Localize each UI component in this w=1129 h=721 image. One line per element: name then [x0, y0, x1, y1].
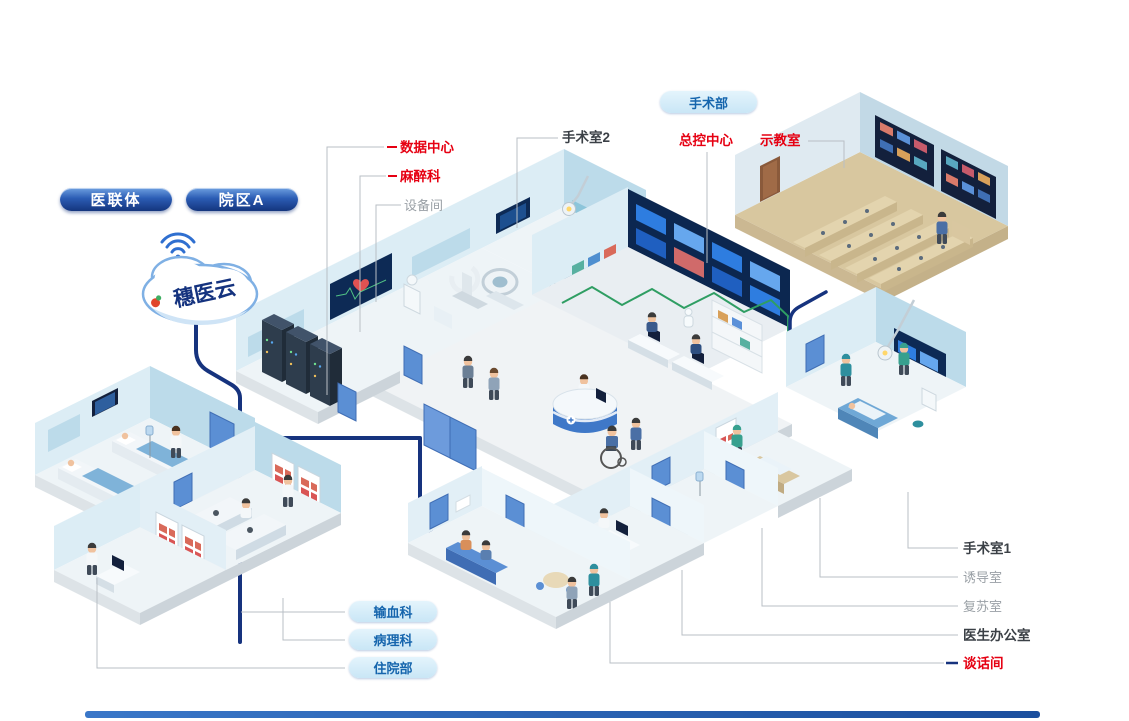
stool — [912, 420, 924, 428]
operating-room-1 — [786, 287, 966, 439]
inpatient-ward — [35, 366, 341, 625]
label-equipment-room: 设备间 — [404, 198, 444, 213]
iv-bag — [145, 425, 154, 436]
callout-lines — [96, 137, 958, 669]
master-control-room — [532, 187, 790, 390]
blood-transfusion-pill: 输血科 — [349, 601, 437, 622]
bottom-divider-bar — [85, 711, 1040, 718]
waiting-bench — [446, 548, 496, 585]
label-anesthesiology: 麻醉科 — [400, 169, 441, 184]
callout-ticks — [387, 146, 958, 665]
medical-robot — [403, 283, 421, 315]
medical-alliance-pill: 医联体 — [60, 188, 172, 211]
cloud-icon: 穗医云 — [141, 255, 259, 325]
service-robot — [683, 315, 694, 328]
microscope — [213, 510, 219, 516]
pathology-pill: 病理科 — [349, 629, 437, 650]
label-recovery-room: 复苏室 — [963, 599, 1003, 614]
surgical-light-arm — [884, 299, 916, 351]
campus-a-pill: 院区A — [186, 188, 298, 211]
label-induction-room: 诱导室 — [963, 570, 1003, 585]
microscope — [247, 527, 253, 533]
wing-door-2 — [403, 345, 423, 385]
wifi-icon — [160, 232, 196, 260]
corridor-double-door — [423, 403, 477, 472]
corridor-people — [462, 355, 642, 469]
green-cable — [561, 285, 789, 372]
label-surgery-room2: 手术室2 — [562, 130, 611, 145]
inpatient-dept-pill: 住院部 — [349, 657, 437, 678]
wing-door-1 — [337, 382, 357, 422]
classroom-screen-2 — [941, 149, 996, 219]
round-table — [543, 572, 569, 588]
label-demo-classroom: 示教室 — [760, 133, 801, 148]
data-center-room — [236, 272, 400, 424]
iv-bag — [695, 471, 704, 482]
label-data-center: 数据中心 — [400, 140, 454, 155]
label-master-control: 总控中心 — [679, 133, 733, 148]
monitor-cart — [921, 387, 937, 412]
surgical-light-arm — [569, 175, 590, 207]
surgery-dept-pill: 手术部 — [660, 91, 757, 113]
control-consoles — [628, 326, 724, 390]
podium — [952, 220, 970, 245]
label-talk-room: 谈话间 — [963, 656, 1004, 671]
heart-icon — [353, 279, 369, 292]
shelf-unit — [711, 299, 763, 374]
label-surgery-room1: 手术室1 — [963, 541, 1012, 556]
server-racks — [262, 314, 342, 406]
wheelchair-patient — [600, 425, 627, 469]
navy-riser — [788, 290, 828, 374]
demo-classroom — [735, 92, 1008, 302]
classroom-benches — [793, 196, 973, 293]
classroom-screen-1 — [875, 115, 934, 187]
label-doctor-office: 医生办公室 — [963, 628, 1031, 643]
reception-desk — [552, 374, 618, 433]
video-wall — [628, 189, 790, 328]
recovery-induction-rooms — [408, 392, 852, 629]
